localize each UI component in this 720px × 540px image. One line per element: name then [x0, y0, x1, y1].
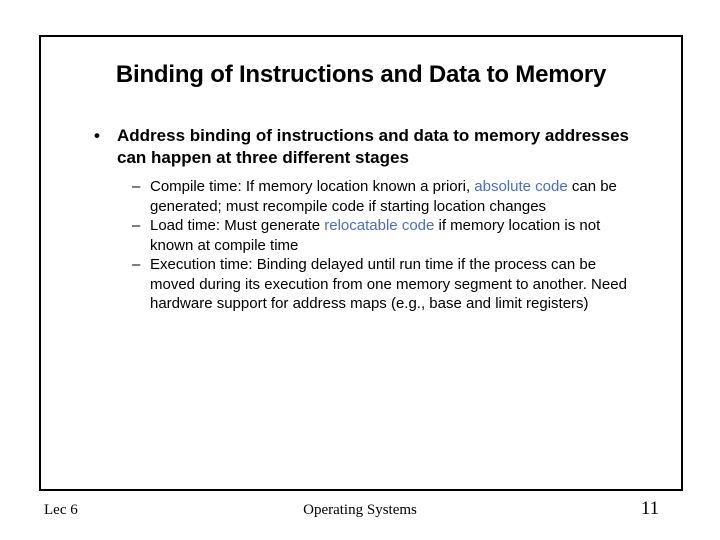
slide-body: • Address binding of instructions and da…	[41, 125, 681, 314]
bullet-marker-dash: –	[132, 256, 141, 273]
plain-text-run: can be generated; must recompile code if…	[150, 178, 617, 215]
slide-title: Binding of Instructions and Data to Memo…	[115, 61, 607, 88]
bullet-level1: • Address binding of instructions and da…	[90, 125, 637, 169]
bullet-marker-dash: –	[132, 217, 141, 234]
highlighted-term: relocatable code	[324, 217, 435, 234]
footer-page-number: 11	[640, 498, 660, 519]
bullet-level1-text: Address binding of instructions and data…	[117, 126, 629, 167]
sub-bullet-list: – Compile time: If memory location known…	[41, 177, 681, 314]
bullet-level2-text: Load time: Must generate relocatable cod…	[150, 217, 600, 254]
bullet-level2-compile-time: – Compile time: If memory location known…	[132, 177, 642, 216]
footer-course-label: Operating Systems	[303, 502, 417, 518]
plain-text-run: Load time: Must generate	[150, 217, 325, 234]
plain-text-run: if memory location is not known at compi…	[150, 217, 601, 254]
slide-footer: Lec 6 Operating Systems 11	[0, 498, 720, 528]
footer-lecture-label: Lec 6	[44, 502, 78, 518]
bullet-marker-dash: –	[132, 178, 141, 195]
plain-text-run: Compile time: If memory location known a…	[150, 178, 475, 195]
slide-frame: Binding of Instructions and Data to Memo…	[39, 35, 683, 491]
plain-text-run: Execution time: Binding delayed until ru…	[150, 256, 627, 312]
bullet-level2-execution-time: – Execution time: Binding delayed until …	[132, 255, 642, 314]
bullet-marker-dot: •	[94, 126, 100, 145]
bullet-level2-text: Compile time: If memory location known a…	[150, 178, 617, 215]
bullet-level2-load-time: – Load time: Must generate relocatable c…	[132, 216, 642, 255]
highlighted-term: absolute code	[474, 178, 568, 195]
bullet-level2-text: Execution time: Binding delayed until ru…	[150, 256, 627, 312]
